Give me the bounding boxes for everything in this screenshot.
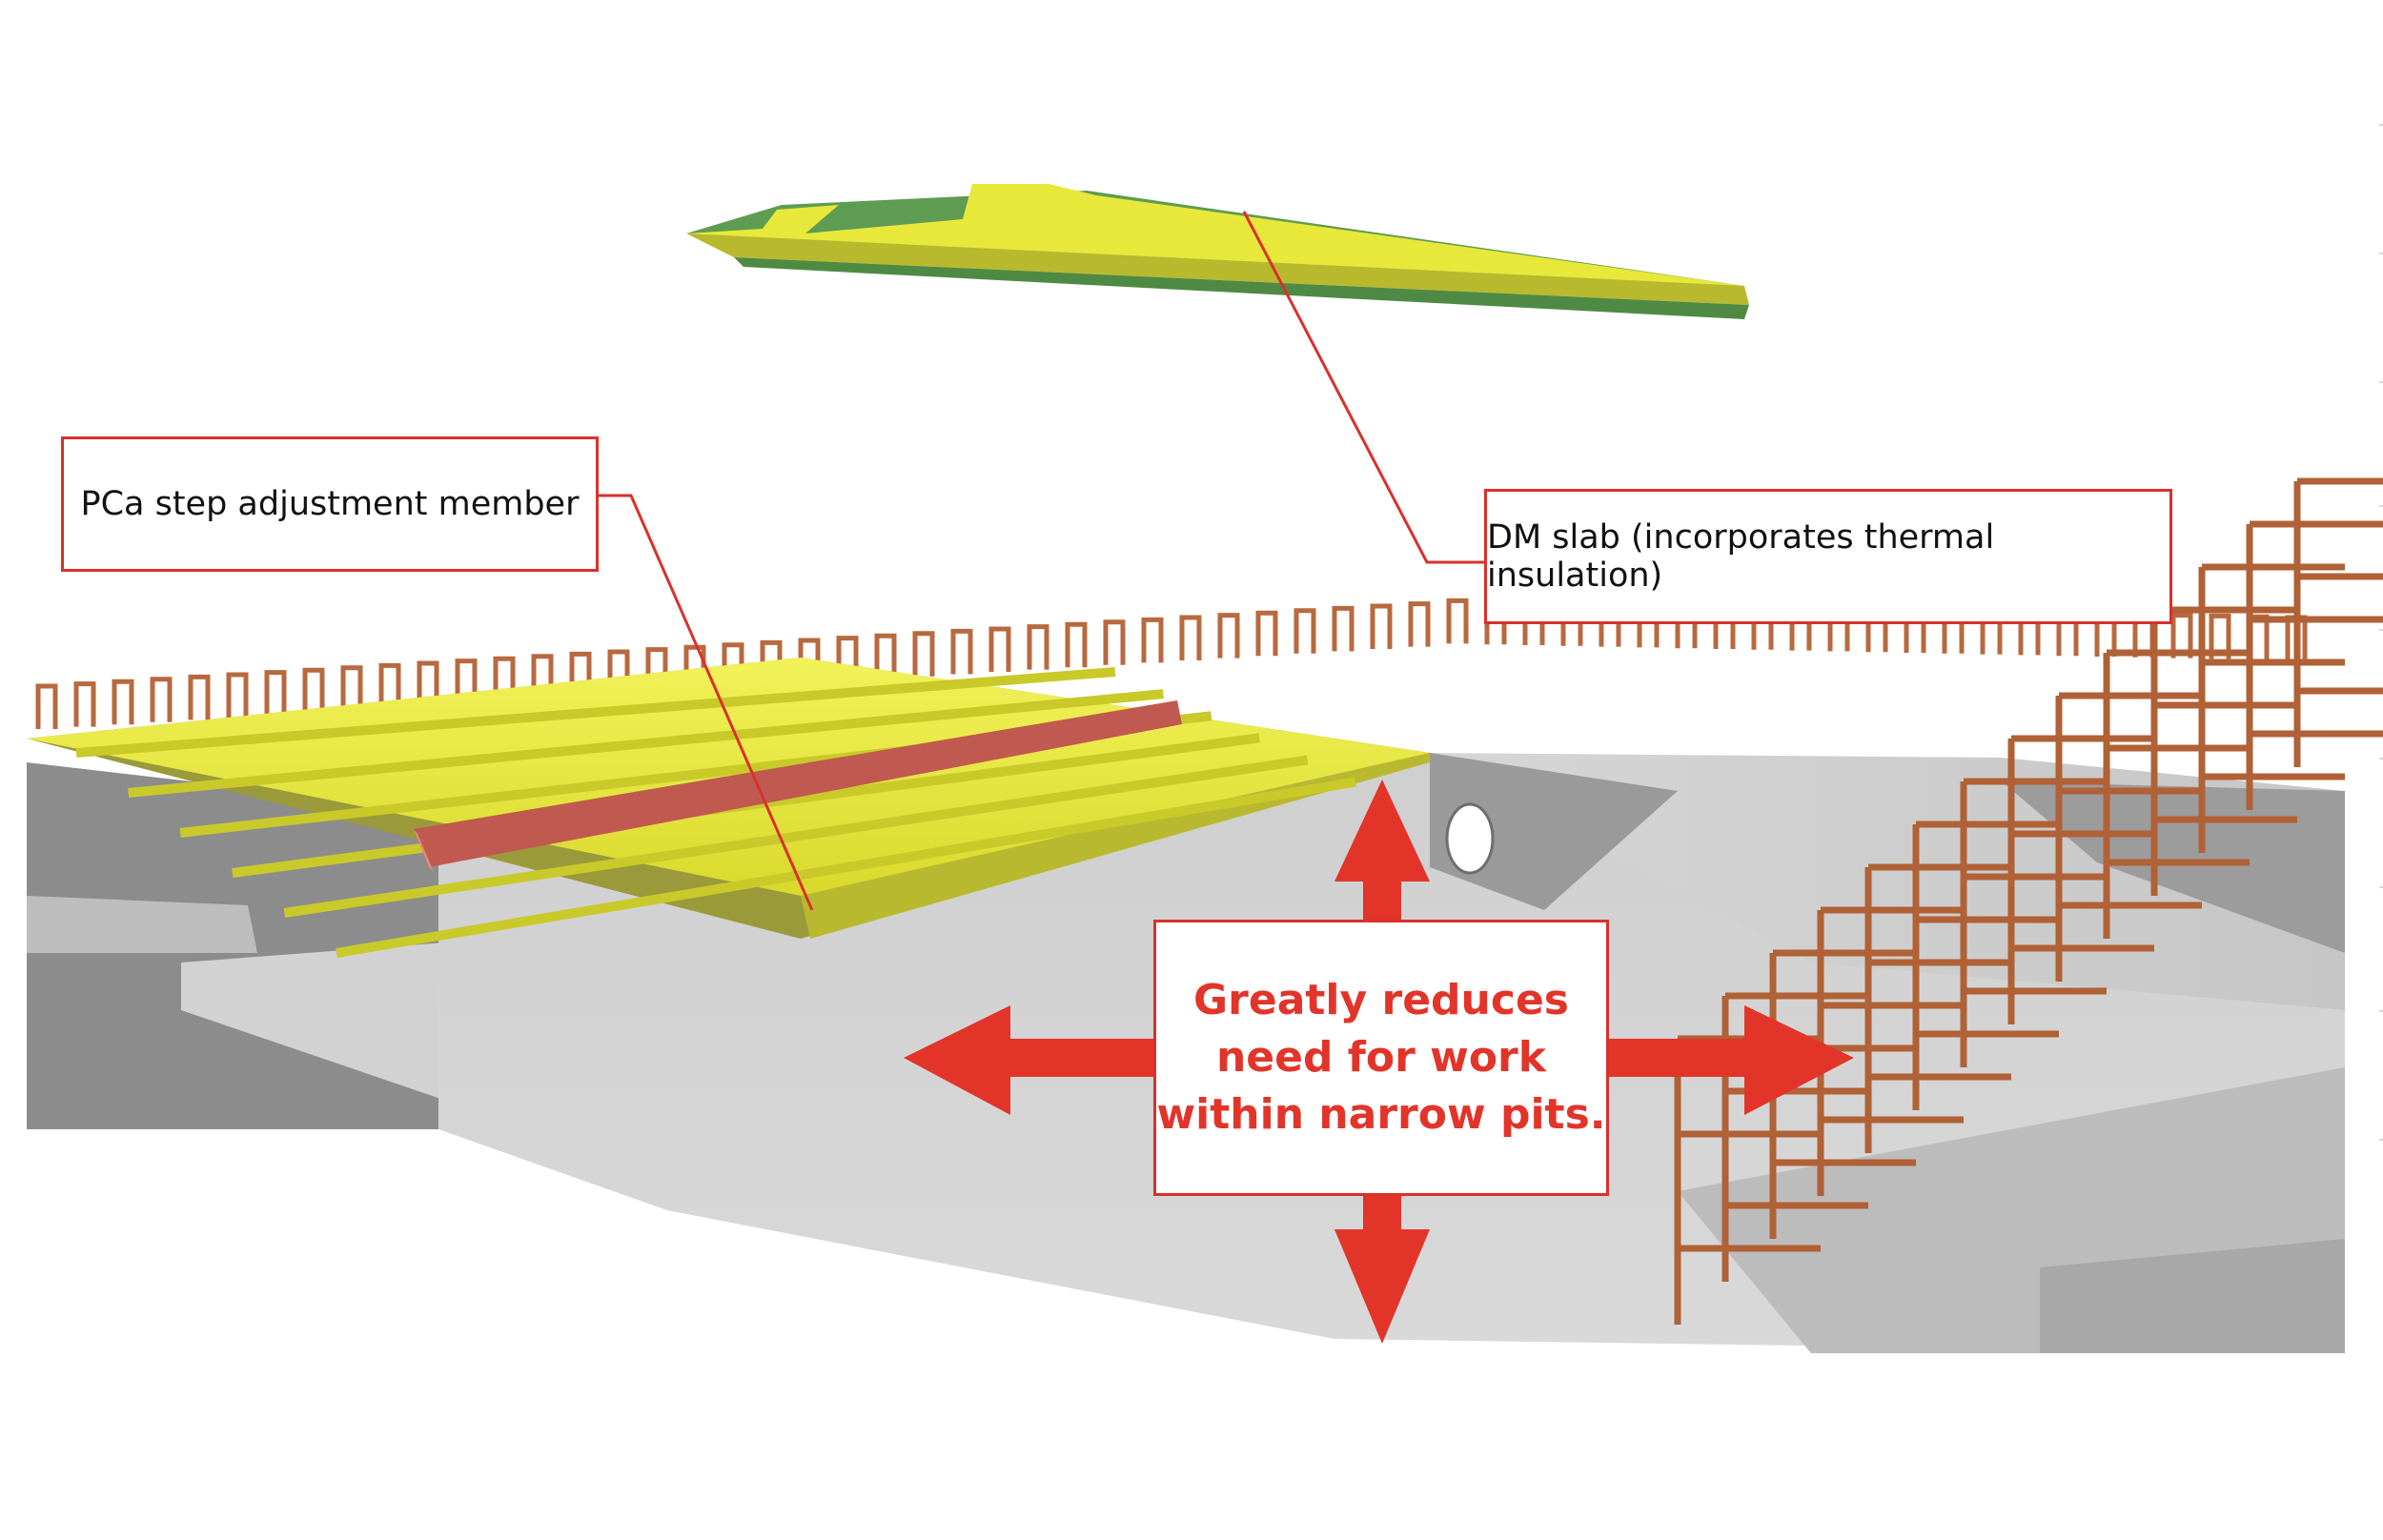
arrow-left-icon [904,1005,1153,1115]
rebar-loop [1408,601,1431,647]
arrow-up-icon [1334,780,1430,920]
rebar-loop [35,683,58,729]
rebar-loop [1255,610,1278,657]
rebar-loop [607,649,630,695]
edge-tick-mark [2379,381,2383,383]
rebar-frame [2293,477,2383,767]
slab-rib [283,755,1309,918]
rebar-frame [1864,863,2011,1153]
slab-rib [128,689,1164,798]
rebar-loop [1027,624,1049,670]
rebar-loop [73,681,96,727]
rebar-loop [531,654,554,699]
edge-tick-mark [2379,886,2383,888]
edge-tick-mark [2379,629,2383,631]
pca-step-callout: PCa step adjustment member [61,436,599,572]
rebar-frame [2055,692,2202,982]
rebar-loop [378,662,401,709]
edge-tick-mark [2379,1010,2383,1012]
rebar-loop [150,677,173,722]
rebar-frame [2007,735,2154,1024]
slab-rib [75,667,1116,758]
rebar-loop [1446,598,1469,644]
benefit-line-3: within narrow pits. [1156,1090,1606,1139]
rebar-loop [302,667,325,714]
rebar-loop [1332,605,1354,652]
rebar-loop [1065,621,1088,668]
edge-tick-mark [2379,505,2383,507]
rebar-loop [264,670,287,716]
installed-pca-slabs [27,658,1430,958]
rebar-frame [2198,563,2345,853]
rebar-loop [1370,603,1393,649]
back-wall-shadow [1430,753,1678,910]
rebar-loop [340,665,363,711]
rebar-loop [569,651,592,698]
rebar-loop [1103,619,1126,665]
arrow-down-icon [1334,1196,1430,1344]
rebar-loop [2170,613,2193,659]
rebar-loop [912,631,935,677]
rebar-loop [1141,617,1164,663]
dm-slab-label: DM slab (incorporates thermal insulation… [1487,518,1995,595]
red-arrows [904,780,1854,1344]
dm-slab-callout: DM slab (incorporates thermal insulation… [1484,489,2172,624]
wall-opening [1445,802,1495,875]
rebar-loop [417,660,439,706]
rebar-loop [836,636,859,681]
rebar-loop [1179,615,1202,660]
rebar-loop [645,647,668,693]
edge-tick-mark [2379,1139,2383,1141]
rebar-cage-right [1674,477,2383,1325]
benefit-line-1: Greatly reduces [1193,976,1569,1024]
rebar-frame [2150,606,2297,896]
rebar-loop [874,633,897,679]
rebar-loop [112,679,134,725]
rebar-loop [226,672,249,718]
edge-tick-mark [2379,124,2383,126]
leader-lines [599,211,1484,911]
rebar-loop [988,626,1011,672]
dm-slab [686,184,1749,319]
rebar-loop [493,656,516,702]
rebar-loop [1217,613,1240,659]
right-bench-face [2040,1239,2345,1353]
rebar-loop [2209,613,2231,659]
rebar-loop [455,659,478,704]
pca-step-adjustment-member [414,700,1182,867]
right-wall-shade [2002,781,2345,953]
rebar-frame [1912,821,2059,1110]
rebar-loop [1293,608,1316,654]
edge-tick-mark [2379,758,2383,760]
slab-rib [336,777,1356,958]
rebar-frame [1960,778,2107,1067]
arrow-right-icon [1609,1005,1854,1115]
benefit-line-2: need for work [1215,1033,1547,1082]
rebar-frame [2103,649,2250,939]
rebar-loop [950,628,973,675]
rebar-frame [2246,520,2383,810]
left-ledge [27,896,257,953]
pca-step-label: PCa step adjustment member [80,485,580,523]
rebar-loop [188,674,211,720]
edge-tick-mark [2379,253,2383,254]
benefit-callout: Greatly reduces need for work within nar… [1153,920,1609,1196]
rebar-frame [1721,992,1868,1282]
